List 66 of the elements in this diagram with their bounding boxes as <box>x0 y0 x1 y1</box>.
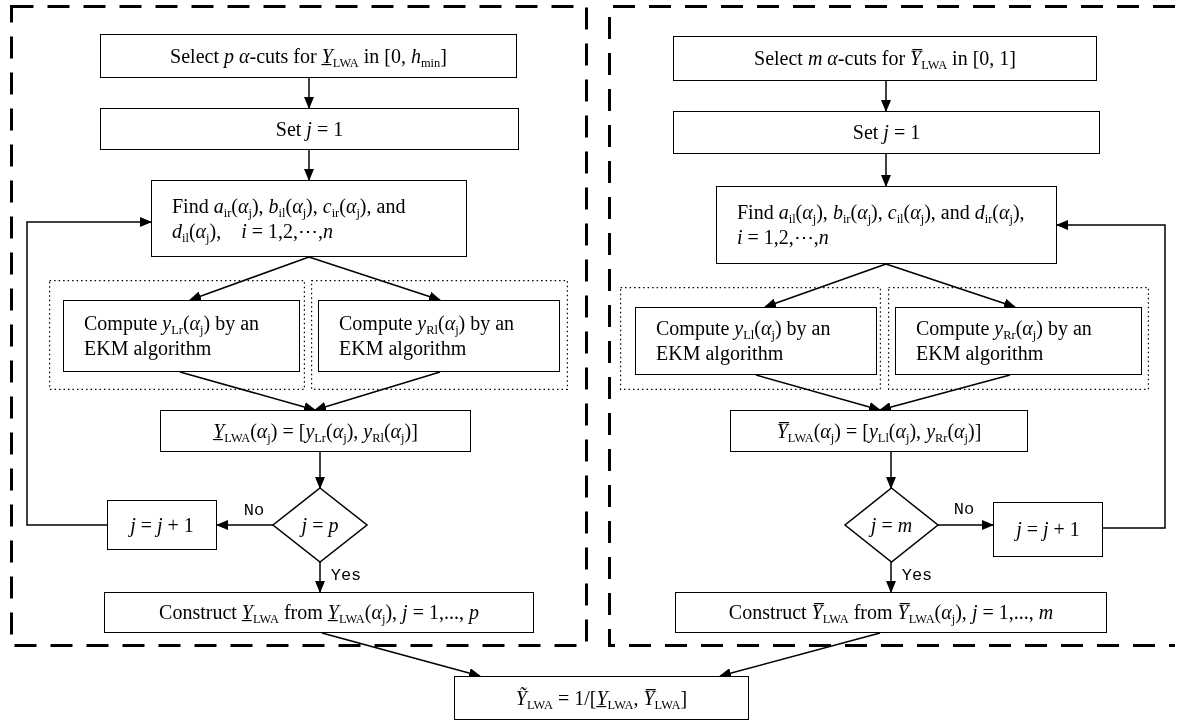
process-box <box>673 36 1097 81</box>
process-box <box>160 410 471 452</box>
node-text: Find a$_{il}$(α$_{j}$), b$_{ir}$(α$_{j}$), c$_{il}$(α$_{j}$), and d$_{ir}$(α$_{j}$), i = 1,2,⋯,n <box>736 200 1026 250</box>
arrow <box>886 451 896 489</box>
node-text: Compute y$_{Ll}$(α$_{j}$) by an EKM algorithm <box>655 316 832 366</box>
arrow <box>189 256 310 301</box>
node-text: Compute y$_{Rl}$(α$_{j}$) by an EKM algorithm <box>338 311 516 361</box>
process-box <box>100 108 519 150</box>
process-box <box>151 180 467 257</box>
dotted-group-box <box>620 287 881 390</box>
dotted-group-box <box>311 280 568 390</box>
node-text: Set j = 1 <box>851 120 922 145</box>
node-text: Compute y$_{Rr}$(α$_{j}$) by an EKM algorithm <box>915 316 1093 366</box>
arrow <box>179 371 316 412</box>
node-text: Select m α-cuts for Y̅$_{LWA}$ in [0, 1] <box>753 46 1017 71</box>
arrow <box>304 77 314 109</box>
node-text: Select p α-cuts for Y̲$_{LWA}$ in [0, h$_{min}$] <box>169 43 448 69</box>
arrow <box>216 520 274 530</box>
dotted-group-box <box>49 280 305 390</box>
arrow <box>764 263 887 309</box>
node-text: Construct Y̲$_{LWA}$ from Y̲$_{LWA}$(α$_{j}$), j = 1,..., p <box>158 600 480 625</box>
node-text: j = j + 1 <box>127 512 195 538</box>
dashed-panel <box>608 5 1175 647</box>
process-box <box>730 410 1028 452</box>
arrow <box>321 632 481 678</box>
process-box <box>63 300 300 372</box>
node-text: Y̅$_{LWA}$(α$_{j}$) = [y$_{Ll}$(α$_{j}$), y$_{Rr}$(α$_{j}$)] <box>775 418 983 444</box>
arrow <box>937 520 994 530</box>
arrow <box>314 371 441 412</box>
arrow <box>26 217 152 526</box>
arrow <box>1056 220 1166 529</box>
process-box <box>107 500 217 550</box>
decision-diamond <box>845 488 938 562</box>
node-text: Construct Y̅$_{LWA}$ from Y̅$_{LWA}$(α$_{j}$), j = 1,..., m <box>727 600 1055 625</box>
process-box <box>673 111 1100 154</box>
arrow <box>881 80 891 112</box>
node-text: Set j = 1 <box>274 116 345 142</box>
node-text: j = p <box>298 512 340 538</box>
node-text: Ỹ$_{LWA}$ = 1/[Y̲$_{LWA}$, Y̅$_{LWA}$] <box>514 685 689 711</box>
process-box <box>100 34 517 78</box>
arrow <box>886 561 896 593</box>
process-box <box>318 300 560 372</box>
arrow <box>755 374 881 412</box>
process-box <box>895 307 1142 375</box>
arrow <box>719 632 881 678</box>
arrow <box>879 374 1011 412</box>
arrow <box>304 149 314 181</box>
node-text: j = m <box>867 512 914 538</box>
process-box <box>635 307 877 375</box>
process-box <box>993 502 1103 557</box>
dashed-panel <box>10 5 588 647</box>
arrow <box>308 256 441 302</box>
node-text: Y̲$_{LWA}$(α$_{j}$) = [y$_{Lr}$(α$_{j}$), y$_{Rl}$(α$_{j}$)] <box>212 418 419 444</box>
node-text: Find a$_{ir}$(α$_{j}$), b$_{il}$(α$_{j}$), c$_{ir}$(α$_{j}$), and d$_{il}$(α$_{j}$), i = 1,2,⋯,n <box>171 193 407 244</box>
node-text: j = j + 1 <box>1013 517 1081 542</box>
process-box <box>716 186 1057 264</box>
decision-diamond <box>273 488 367 562</box>
process-box <box>454 676 749 720</box>
dotted-group-box <box>888 287 1149 390</box>
node-text: Compute y$_{Lr}$(α$_{j}$) by an EKM algorithm <box>83 311 261 361</box>
arrow <box>315 561 325 593</box>
arrow <box>315 451 325 489</box>
process-box <box>675 592 1107 633</box>
arrow <box>881 153 891 187</box>
arrow <box>885 263 1016 309</box>
process-box <box>104 592 534 633</box>
